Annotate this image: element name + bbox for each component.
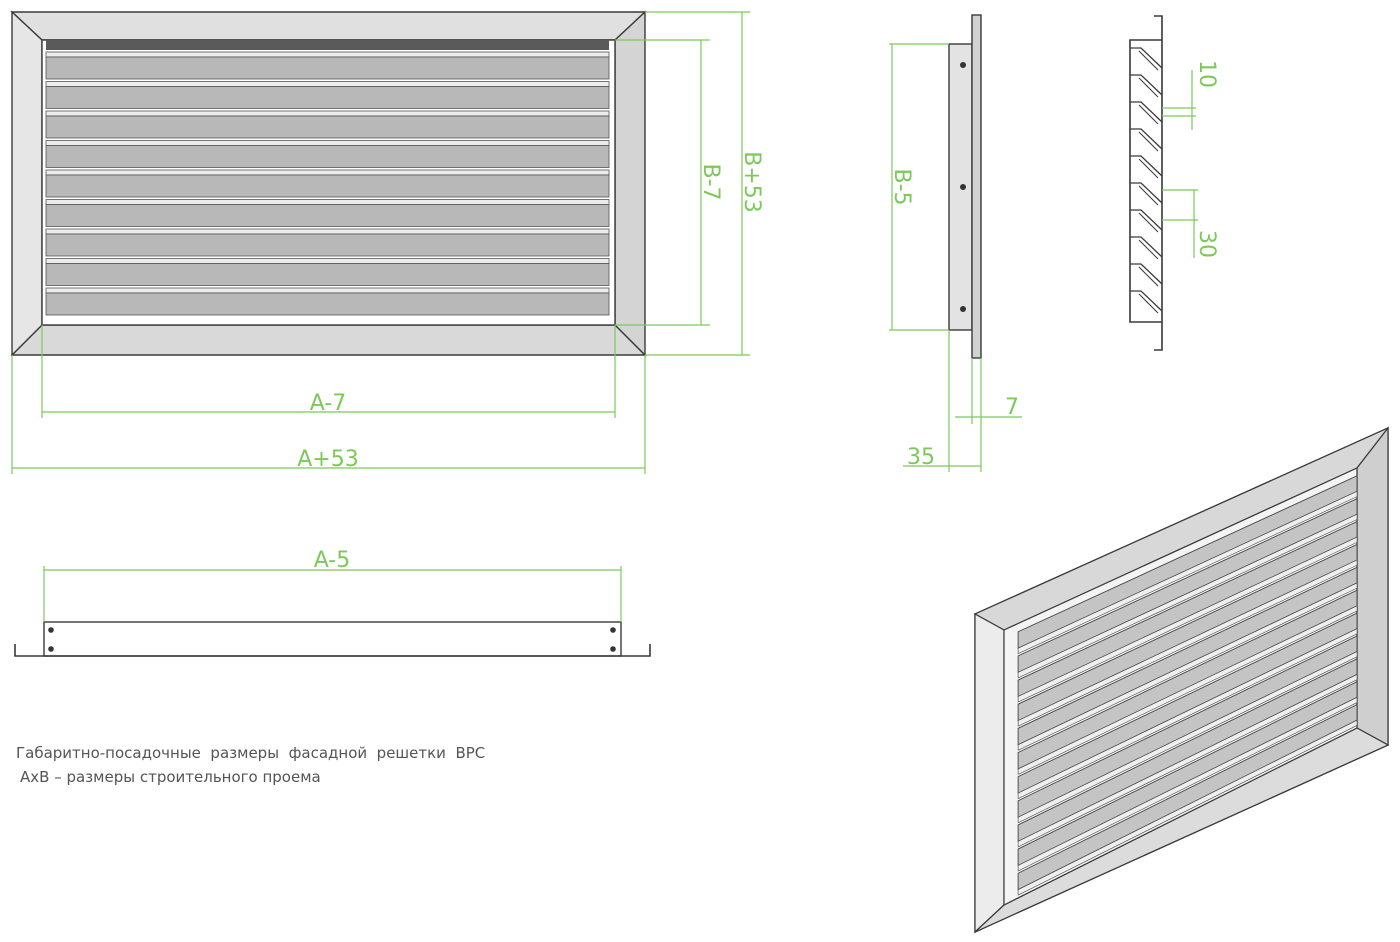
- slat-blade: [45, 204, 610, 227]
- slat-highlight: [45, 287, 610, 294]
- caption-subtitle: AxB – размеры строительного проема: [20, 768, 321, 786]
- isometric-blade-edge: [1017, 628, 1358, 800]
- section-blades: [1130, 47, 1163, 314]
- isometric-blade-edge: [1017, 696, 1358, 872]
- screw-icon: [960, 184, 966, 190]
- isometric-blade-edge: [1017, 719, 1358, 896]
- dim-flange-7: 7: [1005, 395, 1019, 420]
- side-view: [948, 14, 982, 359]
- blade-profile: [1130, 263, 1163, 285]
- front-view: [10, 10, 647, 357]
- blade-profile: [1130, 47, 1163, 69]
- blade-profile-inner: [1138, 185, 1159, 206]
- slat-highlight: [45, 81, 610, 87]
- screw-icon: [960, 62, 966, 68]
- slat-highlight: [45, 169, 610, 176]
- isometric-blade-edge: [1017, 559, 1358, 727]
- slat-blade: [45, 263, 610, 286]
- dim-pitch-30: 30: [1194, 230, 1219, 258]
- slat-blade: [45, 292, 610, 316]
- blade-profile-inner: [1138, 239, 1159, 260]
- screw-icon: [48, 646, 54, 652]
- dim-b-minus-5: B-5: [889, 168, 914, 205]
- blade-profile: [1130, 155, 1163, 177]
- blade-profile-inner: [1138, 266, 1159, 287]
- blade-profile: [1130, 74, 1163, 96]
- blade-profile: [1130, 101, 1163, 123]
- section-dimensions: 10 30: [1162, 60, 1219, 258]
- blade-profile: [1130, 236, 1163, 258]
- slat-blade: [45, 174, 610, 198]
- blade-profile-inner: [1138, 158, 1159, 179]
- blade-profile-inner: [1138, 104, 1159, 125]
- slat-highlight: [45, 140, 610, 146]
- dim-gap-10: 10: [1194, 60, 1219, 88]
- dim-b-plus-53: B+53: [739, 151, 764, 213]
- isometric-blade-edge: [1017, 582, 1358, 751]
- blade-profile-inner: [1138, 212, 1159, 233]
- front-dimensions: B-7 B+53 A-7 A+53: [11, 11, 764, 474]
- isometric-blade-edge: [1017, 651, 1358, 824]
- isometric-blade-edge: [1017, 490, 1358, 655]
- dim-depth-35: 35: [907, 445, 935, 470]
- blade-profile-inner: [1138, 131, 1159, 152]
- blade-profile: [1130, 182, 1163, 204]
- blade-profile-inner: [1138, 50, 1159, 71]
- caption-title: Габаритно-посадочные размеры фасадной ре…: [16, 744, 486, 762]
- side-dimensions: B-5 7 35: [889, 43, 1022, 472]
- blade-profile: [1130, 128, 1163, 150]
- dim-b-minus-7: B-7: [698, 163, 723, 200]
- isometric-blade-edge: [1017, 605, 1358, 775]
- isometric-blade-edge: [1017, 513, 1358, 679]
- dim-a-plus-53: A+53: [297, 447, 358, 472]
- screw-icon: [960, 306, 966, 312]
- isometric-slats: [1017, 475, 1358, 896]
- dim-a-minus-7: A-7: [310, 391, 347, 416]
- blade-profile-inner: [1138, 293, 1159, 314]
- slat-blade: [45, 233, 610, 257]
- isometric-view: [973, 426, 1390, 934]
- slat-blade: [45, 115, 610, 139]
- bottom-dimensions: A-5: [43, 548, 622, 622]
- slat-highlight: [45, 110, 610, 117]
- screw-icon: [610, 646, 616, 652]
- slat-blade: [45, 56, 610, 80]
- blade-profile: [1130, 290, 1163, 312]
- isometric-blade-edge: [1017, 536, 1358, 703]
- slat-blade: [45, 145, 610, 168]
- slat-blade: [45, 86, 610, 109]
- isometric-blade-edge: [1017, 673, 1358, 848]
- slat-highlight: [45, 51, 610, 58]
- slat-highlight: [45, 228, 610, 235]
- screw-icon: [48, 627, 54, 633]
- screw-icon: [610, 627, 616, 633]
- front-slats: [45, 51, 610, 316]
- blade-profile-inner: [1138, 77, 1159, 98]
- slat-highlight: [45, 258, 610, 264]
- bottom-view: [14, 621, 651, 657]
- blade-profile: [1130, 209, 1163, 231]
- slat-highlight: [45, 199, 610, 205]
- section-view: [1129, 15, 1163, 351]
- dim-a-minus-5: A-5: [314, 548, 351, 573]
